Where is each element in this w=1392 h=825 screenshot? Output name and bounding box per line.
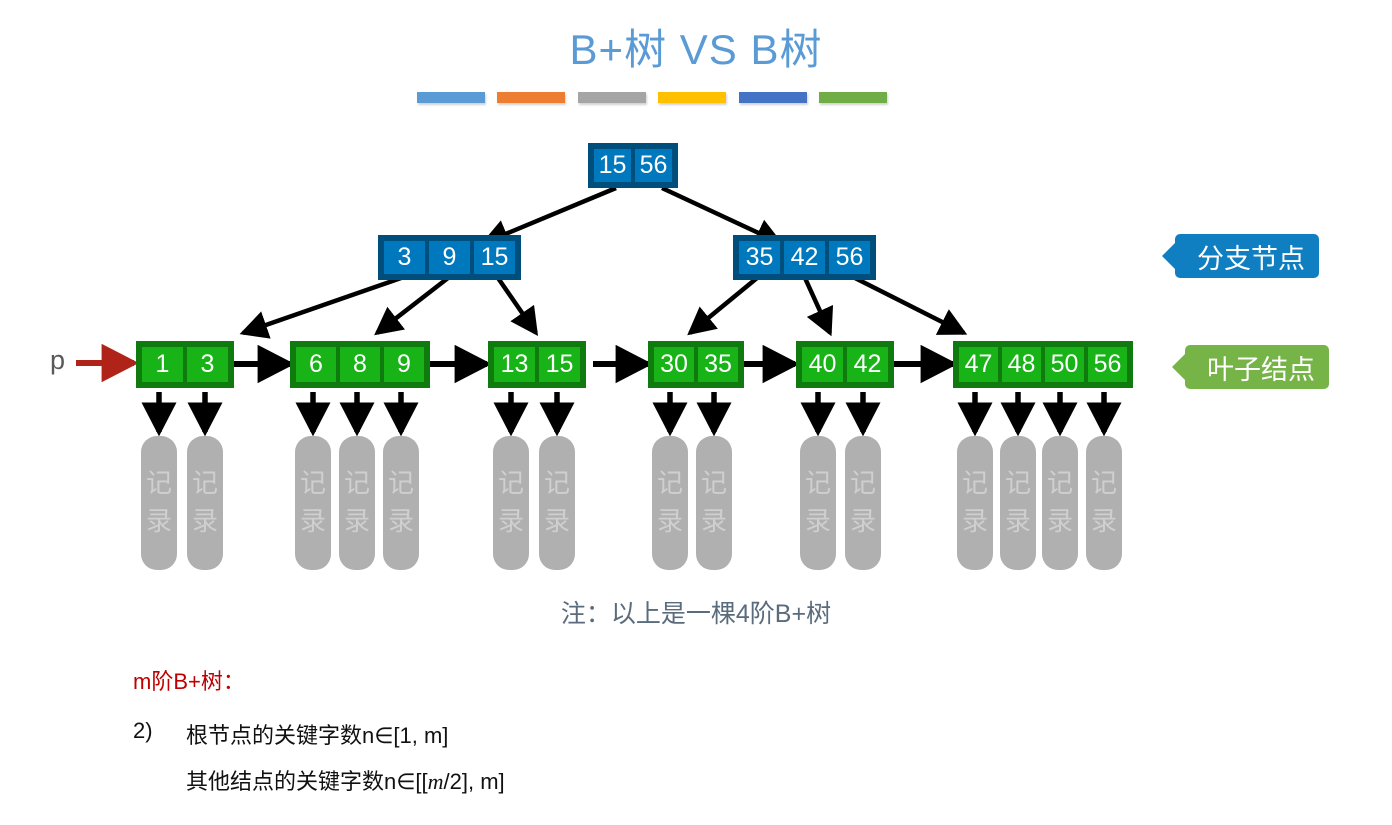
- leaf-4-key-1[interactable]: 35: [696, 345, 740, 384]
- leaf-5-key-0[interactable]: 40: [800, 345, 845, 384]
- record-box: 记 录: [800, 436, 836, 570]
- branch-left-key-0[interactable]: 3: [382, 239, 427, 276]
- root-key-0[interactable]: 15: [592, 147, 633, 184]
- leaf-6-key-0[interactable]: 47: [957, 345, 1000, 384]
- note-text: 注：以上是一棵4阶B+树: [560, 600, 832, 628]
- record-box: 记 录: [1042, 436, 1078, 570]
- callout-branch-node: 分支节点: [1162, 234, 1319, 278]
- record-char-top: 记: [700, 468, 727, 499]
- record-char-bottom: 录: [656, 506, 683, 536]
- definition-line-2-mid: /2], m]: [443, 769, 505, 794]
- bar-light-blue: [417, 92, 485, 103]
- leaf-1-key-1[interactable]: 3: [185, 345, 230, 384]
- record-char-top: 记: [497, 468, 524, 499]
- record-char-bottom: 录: [497, 506, 524, 536]
- record-box: 记 录: [383, 436, 419, 570]
- leaf-2-key-1[interactable]: 8: [338, 345, 382, 384]
- branch-node-left[interactable]: 3 9 15: [378, 235, 521, 280]
- pointer-label-p: p: [50, 345, 66, 375]
- record-box: 记 录: [339, 436, 375, 570]
- record-box: 记 录: [696, 436, 732, 570]
- record-box: 记 录: [187, 436, 223, 570]
- record-box: 记 录: [845, 436, 881, 570]
- record-char-top: 记: [656, 468, 683, 499]
- callout-leaf-node: 叶子结点: [1172, 345, 1329, 389]
- record-char-top: 记: [343, 468, 370, 499]
- definition-line-1: 根节点的关键字数n∈[1, m]: [186, 723, 449, 748]
- root-key-1[interactable]: 56: [633, 147, 674, 184]
- leaf-6-key-3[interactable]: 56: [1086, 345, 1129, 384]
- definition-line-2-italic: m: [427, 769, 444, 794]
- record-char-top: 记: [1004, 468, 1031, 499]
- page-title: B+树 VS B树: [569, 26, 823, 73]
- bar-yellow: [658, 92, 727, 103]
- record-char-bottom: 录: [961, 506, 988, 536]
- leaf-node-4[interactable]: 30 35: [648, 341, 744, 388]
- record-char-top: 记: [961, 468, 988, 499]
- record-box: 记 录: [1000, 436, 1036, 570]
- leaf-2-key-0[interactable]: 6: [294, 345, 338, 384]
- record-char-top: 记: [543, 468, 570, 499]
- callout-branch-label: 分支节点: [1197, 243, 1305, 274]
- record-box: 记 录: [539, 436, 575, 570]
- record-char-bottom: 录: [1090, 506, 1117, 536]
- leaf-4-key-0[interactable]: 30: [652, 345, 696, 384]
- leaf-1-key-0[interactable]: 1: [140, 345, 185, 384]
- record-char-top: 记: [804, 468, 831, 499]
- branch-right-key-1[interactable]: 42: [782, 239, 827, 276]
- branch-right-key-2[interactable]: 56: [827, 239, 872, 276]
- leaf-node-2[interactable]: 6 8 9: [290, 341, 430, 388]
- record-box: 记 录: [1086, 436, 1122, 570]
- record-char-bottom: 录: [299, 506, 326, 536]
- record-char-top: 记: [1090, 468, 1117, 499]
- branch-left-key-2[interactable]: 15: [472, 239, 517, 276]
- bar-blue: [738, 92, 807, 103]
- leaf-node-6[interactable]: 47 48 50 56: [953, 341, 1133, 388]
- branch-node-right[interactable]: 35 42 56: [733, 235, 876, 280]
- callout-leaf-label: 叶子结点: [1207, 354, 1315, 385]
- leaf-node-5[interactable]: 40 42: [796, 341, 894, 388]
- record-char-top: 记: [191, 468, 218, 499]
- leaf-5-key-1[interactable]: 42: [845, 345, 890, 384]
- record-char-bottom: 录: [145, 506, 172, 536]
- record-char-bottom: 录: [343, 506, 370, 536]
- record-char-top: 记: [299, 468, 326, 499]
- title-color-bars: [417, 92, 887, 105]
- leaf-node-3[interactable]: 13 15: [488, 341, 586, 388]
- definition-line-2-prefix: 其他结点的关键字数n∈[[: [186, 769, 428, 794]
- record-char-bottom: 录: [1004, 506, 1031, 536]
- record-char-bottom: 录: [387, 506, 414, 536]
- bar-orange: [497, 92, 566, 103]
- leaf-6-key-1[interactable]: 48: [1000, 345, 1043, 384]
- record-box: 记 录: [493, 436, 529, 570]
- bar-gray: [577, 92, 646, 103]
- leaf-node-1[interactable]: 1 3: [136, 341, 234, 388]
- definition-item-number: 2): [133, 718, 153, 743]
- bar-green: [818, 92, 887, 103]
- record-box: 记 录: [295, 436, 331, 570]
- leaf-2-key-2[interactable]: 9: [382, 345, 426, 384]
- record-char-top: 记: [387, 468, 414, 499]
- root-node[interactable]: 15 56: [588, 143, 678, 188]
- record-box: 记 录: [652, 436, 688, 570]
- leaf-3-key-1[interactable]: 15: [537, 345, 582, 384]
- record-char-bottom: 录: [543, 506, 570, 536]
- record-box: 记 录: [141, 436, 177, 570]
- record-char-bottom: 录: [700, 506, 727, 536]
- branch-left-key-1[interactable]: 9: [427, 239, 472, 276]
- record-box: 记 录: [957, 436, 993, 570]
- definition-line-2: 其他结点的关键字数n∈[[m/2], m]: [186, 764, 505, 796]
- leaf-3-key-0[interactable]: 13: [492, 345, 537, 384]
- record-char-bottom: 录: [849, 506, 876, 536]
- record-char-bottom: 录: [804, 506, 831, 536]
- branch-right-key-0[interactable]: 35: [737, 239, 782, 276]
- record-char-bottom: 录: [191, 506, 218, 536]
- record-char-top: 记: [849, 468, 876, 499]
- leaf-6-key-2[interactable]: 50: [1043, 345, 1086, 384]
- record-char-top: 记: [1046, 468, 1073, 499]
- definition-heading: m阶B+树：: [133, 669, 245, 694]
- record-char-bottom: 录: [1046, 506, 1073, 536]
- record-char-top: 记: [145, 468, 172, 499]
